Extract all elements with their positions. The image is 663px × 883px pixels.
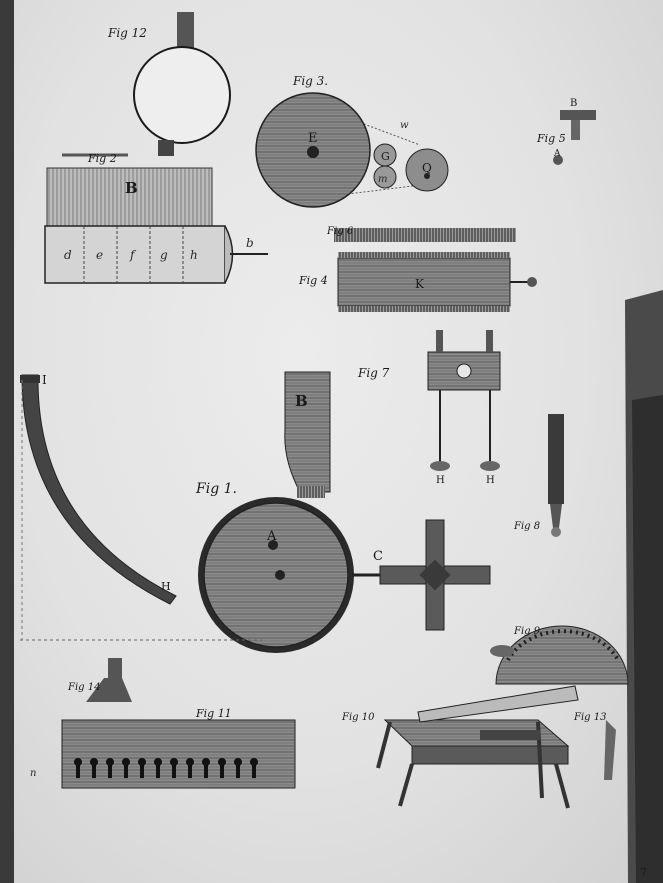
fig11-comb: Fig 11 bbox=[61, 707, 296, 789]
fig7-caption: Fig 7 bbox=[357, 366, 390, 380]
fig10-caption: Fig 10 bbox=[341, 712, 375, 723]
fig11-caption: Fig 11 bbox=[195, 707, 232, 720]
cylinder-letter-d: d bbox=[64, 248, 72, 262]
fig8-caption: Fig 8 bbox=[513, 521, 540, 532]
fig8-tool: Fig 8 bbox=[513, 414, 564, 537]
fig3-caption: Fig 3. bbox=[292, 74, 328, 88]
fig5-label-a: A bbox=[553, 149, 561, 159]
comb-tooth bbox=[124, 762, 128, 778]
comb-tooth bbox=[204, 762, 208, 778]
fig1-caption: Fig 1. bbox=[195, 481, 237, 497]
cylinder-axle-label: b bbox=[246, 236, 254, 250]
fig12-caption: Fig 12 bbox=[107, 26, 147, 40]
fig10-bench: Fig 10 bbox=[341, 685, 579, 809]
fig2-caption: Fig 2 bbox=[87, 152, 117, 165]
comb-tooth bbox=[76, 762, 80, 778]
comb-tooth bbox=[156, 762, 160, 778]
fig9-caption: Fig 9 bbox=[513, 626, 541, 637]
comb-tooth bbox=[172, 762, 176, 778]
margin-mark: n bbox=[30, 768, 36, 779]
fig1-label-c: C bbox=[373, 549, 383, 564]
fig1-label-b: B bbox=[295, 392, 308, 410]
fig13-blade: Fig 13 bbox=[573, 712, 616, 780]
fig1-label-i: I bbox=[42, 373, 47, 387]
cylinder-label-b: B bbox=[125, 179, 138, 197]
cylinder-letter-f: f bbox=[129, 248, 137, 262]
fig5-caption: Fig 5 bbox=[536, 132, 566, 145]
fig3-label-w: w bbox=[400, 120, 409, 131]
corner-mark: 7 bbox=[640, 866, 647, 879]
fig7-label-h2: H bbox=[486, 475, 495, 486]
fig7-label-h1: H bbox=[436, 475, 445, 486]
fig11-teeth bbox=[74, 758, 258, 778]
fig1-label-h: H bbox=[161, 580, 171, 593]
fig7-press: Fig 7 H H bbox=[357, 330, 501, 486]
fig3-label-m: m bbox=[378, 174, 387, 185]
comb-tooth bbox=[140, 762, 144, 778]
fig6-caption: Fig 6 bbox=[326, 226, 354, 237]
fig14-funnel: Fig 14 bbox=[67, 658, 132, 702]
fig4-roller: Fig 4 K bbox=[298, 252, 537, 312]
comb-tooth bbox=[252, 762, 256, 778]
fig4-caption: Fig 4 bbox=[298, 274, 328, 287]
left-margin bbox=[0, 0, 14, 883]
fig3-label-q: Q bbox=[422, 161, 432, 175]
fig13-caption: Fig 13 bbox=[573, 712, 606, 723]
fig9-segment: Fig 9 bbox=[490, 625, 629, 685]
fig1-carding-wheel: Fig 1. B A C H I bbox=[20, 371, 491, 653]
comb-tooth bbox=[236, 762, 240, 778]
fig2-strip: Fig 2 bbox=[62, 152, 128, 165]
comb-tooth bbox=[188, 762, 192, 778]
fig4-label-k: K bbox=[415, 277, 425, 291]
fig5-label-b: B bbox=[570, 98, 577, 109]
comb-tooth bbox=[108, 762, 112, 778]
comb-tooth bbox=[220, 762, 224, 778]
fig3-label-g: G bbox=[381, 150, 390, 163]
brush-cylinder: B d e f g h b bbox=[44, 167, 268, 284]
fig14-caption: Fig 14 bbox=[67, 682, 100, 693]
cylinder-letter-g: g bbox=[160, 248, 168, 262]
fig3-label-e: E bbox=[308, 131, 318, 146]
fig12-ring: Fig 12 bbox=[107, 12, 231, 156]
fig6-bristle-strip: Fig 6 bbox=[326, 226, 516, 242]
fig5-t-piece: Fig 5 B A bbox=[536, 98, 596, 165]
cylinder-letter-h: h bbox=[190, 248, 198, 262]
fig1-label-a: A bbox=[266, 529, 277, 544]
comb-tooth bbox=[92, 762, 96, 778]
cylinder-letter-e: e bbox=[96, 248, 103, 262]
fig3-belt-drive: Fig 3. E G m Q w bbox=[255, 74, 449, 208]
